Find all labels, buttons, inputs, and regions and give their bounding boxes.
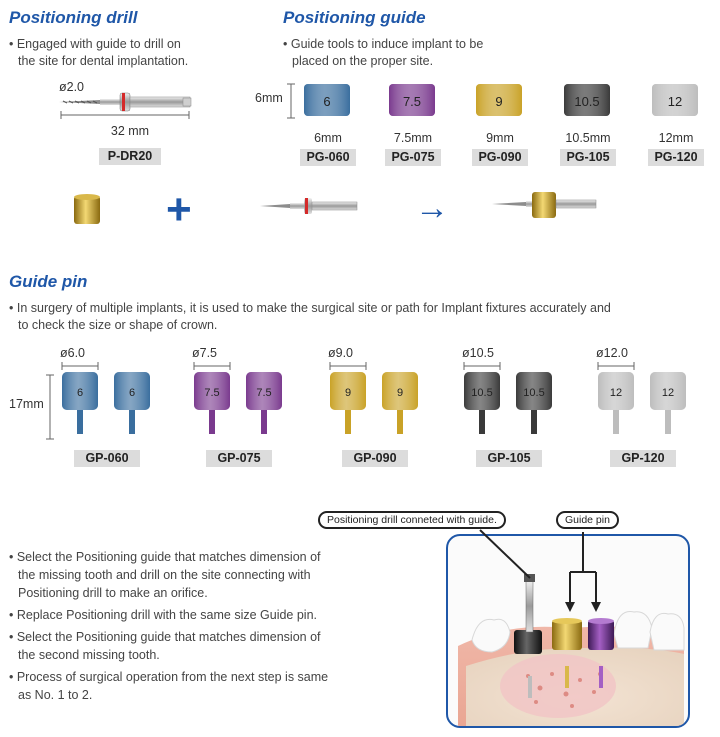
guide-size-label: 10.5mm	[565, 131, 611, 145]
step-line: • Select the Positioning guide that matc…	[9, 630, 321, 644]
jaw-illustration	[458, 574, 685, 726]
guide-size-label: 12mm	[658, 131, 694, 145]
drill-desc-line: • Engaged with guide to drill on	[9, 37, 181, 51]
guide-height-label: 6mm	[255, 91, 283, 105]
pin-item: ø9.0 9 9	[328, 346, 448, 476]
guide-height-dimension	[287, 83, 295, 119]
procedure-steps: • Select the Positioning guide that matc…	[9, 548, 328, 704]
guide-size-mark: 10.5	[574, 94, 599, 109]
guide-ring-image: 7.5	[389, 84, 435, 116]
drill-image	[59, 92, 192, 119]
drill-diameter-label: ø2.0	[59, 80, 85, 94]
drill-section-title: Positioning drill	[9, 8, 138, 27]
guide-ring-image: 10.5	[564, 84, 610, 116]
guide-size-label: 7.5mm	[393, 131, 433, 145]
callout-lines	[479, 529, 601, 612]
plus-icon: +	[166, 185, 192, 234]
guide-ring-image: 9	[476, 84, 522, 116]
svg-text:6: 6	[77, 387, 83, 399]
guide-pin-pair-image: 7.5 7.5	[193, 362, 282, 434]
guide-product-code: PG-105	[560, 149, 616, 166]
pin-item: ø7.5 7.5 7.5	[192, 346, 312, 476]
pin-item: ø6.0 6 6	[60, 346, 180, 476]
guide-desc-line: • Guide tools to induce implant to be	[283, 37, 484, 51]
svg-text:9: 9	[397, 387, 403, 399]
pin-diameter-label: ø9.0	[328, 346, 354, 360]
guide-pin-pair-image: 6 6	[61, 362, 150, 434]
pin-product-code: GP-060	[74, 450, 140, 467]
pin-product-code: GP-105	[476, 450, 542, 467]
guide-product-code: PG-075	[385, 149, 441, 166]
pin-section-title: Guide pin	[9, 272, 88, 291]
svg-text:12: 12	[610, 387, 622, 399]
guide-size-mark: 9	[495, 94, 502, 109]
guide-size-label: 9mm	[486, 131, 514, 145]
pin-diameter-label: ø12.0	[596, 346, 628, 360]
pin-product-code: GP-075	[206, 450, 272, 467]
guide-item: 6 6mm PG-060	[300, 80, 356, 170]
svg-text:9: 9	[345, 387, 351, 399]
guide-ring-image: 6	[304, 84, 350, 116]
pin-desc-line: • In surgery of multiple implants, it is…	[9, 301, 611, 315]
pin-product-code: GP-120	[610, 450, 676, 467]
svg-text:10.5: 10.5	[471, 387, 492, 399]
surgical-illustration	[446, 534, 690, 728]
svg-text:12: 12	[662, 387, 674, 399]
svg-text:7.5: 7.5	[256, 387, 271, 399]
pin-desc-line: to check the size or shape of crown.	[18, 318, 218, 332]
guide-ring-image: 12	[652, 84, 698, 116]
guide-product-code: PG-060	[300, 149, 356, 166]
guide-section-title: Positioning guide	[283, 8, 426, 27]
drill-with-guide-image	[492, 192, 597, 218]
guide-product-code: PG-120	[648, 149, 704, 166]
pin-height-dimension	[46, 374, 54, 440]
guide-product-code: PG-090	[472, 149, 528, 166]
drill-image-small	[260, 198, 358, 214]
pin-diameter-label: ø7.5	[192, 346, 218, 360]
step-line: as No. 1 to 2.	[18, 688, 93, 702]
drill-product-code: P-DR20	[99, 148, 161, 165]
pin-item: ø12.0 12 12	[596, 346, 716, 476]
guide-description: • Guide tools to induce implant to be pl…	[283, 36, 483, 70]
pin-product-code: GP-090	[342, 450, 408, 467]
step-line: the missing tooth and drill on the site …	[18, 568, 311, 582]
guide-pin-pair-image: 12 12	[597, 362, 686, 434]
svg-text:6: 6	[129, 387, 135, 399]
svg-text:10.5: 10.5	[523, 387, 544, 399]
guide-item: 12 12mm PG-120	[648, 80, 704, 170]
callout-drill-with-guide: Positioning drill conneted with guide.	[318, 511, 506, 529]
step-line: • Replace Positioning drill with the sam…	[9, 608, 318, 622]
drill-desc-line: the site for dental implantation.	[18, 54, 189, 68]
pin-height-label: 17mm	[9, 397, 44, 411]
step-line: • Select the Positioning guide that matc…	[9, 550, 321, 564]
drill-length-label: 32 mm	[110, 124, 150, 138]
guide-pin-pair-image: 9 9	[329, 362, 418, 434]
guide-size-mark: 7.5	[403, 94, 421, 109]
guide-pin-pair-image: 10.5 10.5	[463, 362, 552, 434]
guide-size-mark: 12	[668, 94, 682, 109]
guide-item: 10.5 10.5mm PG-105	[560, 80, 616, 170]
pin-description: • In surgery of multiple implants, it is…	[9, 300, 611, 334]
guide-item: 7.5 7.5mm PG-075	[385, 80, 441, 170]
svg-text:7.5: 7.5	[204, 387, 219, 399]
guide-size-mark: 6	[323, 94, 330, 109]
step-line: the second missing tooth.	[18, 648, 160, 662]
guide-desc-line: placed on the proper site.	[292, 54, 434, 68]
drill-description: • Engaged with guide to drill on the sit…	[9, 36, 188, 70]
pin-diameter-label: ø10.5	[462, 346, 494, 360]
callout-guide-pin: Guide pin	[556, 511, 619, 529]
step-line: Positioning drill to make an orifice.	[18, 586, 208, 600]
pin-item: ø10.5 10.5 10.5	[462, 346, 582, 476]
guide-size-label: 6mm	[314, 131, 342, 145]
step-line: • Process of surgical operation from the…	[9, 670, 329, 684]
pin-diameter-label: ø6.0	[60, 346, 86, 360]
guide-item: 9 9mm PG-090	[472, 80, 528, 170]
guide-ring-image	[74, 194, 100, 224]
arrow-right-icon: →	[415, 189, 449, 227]
